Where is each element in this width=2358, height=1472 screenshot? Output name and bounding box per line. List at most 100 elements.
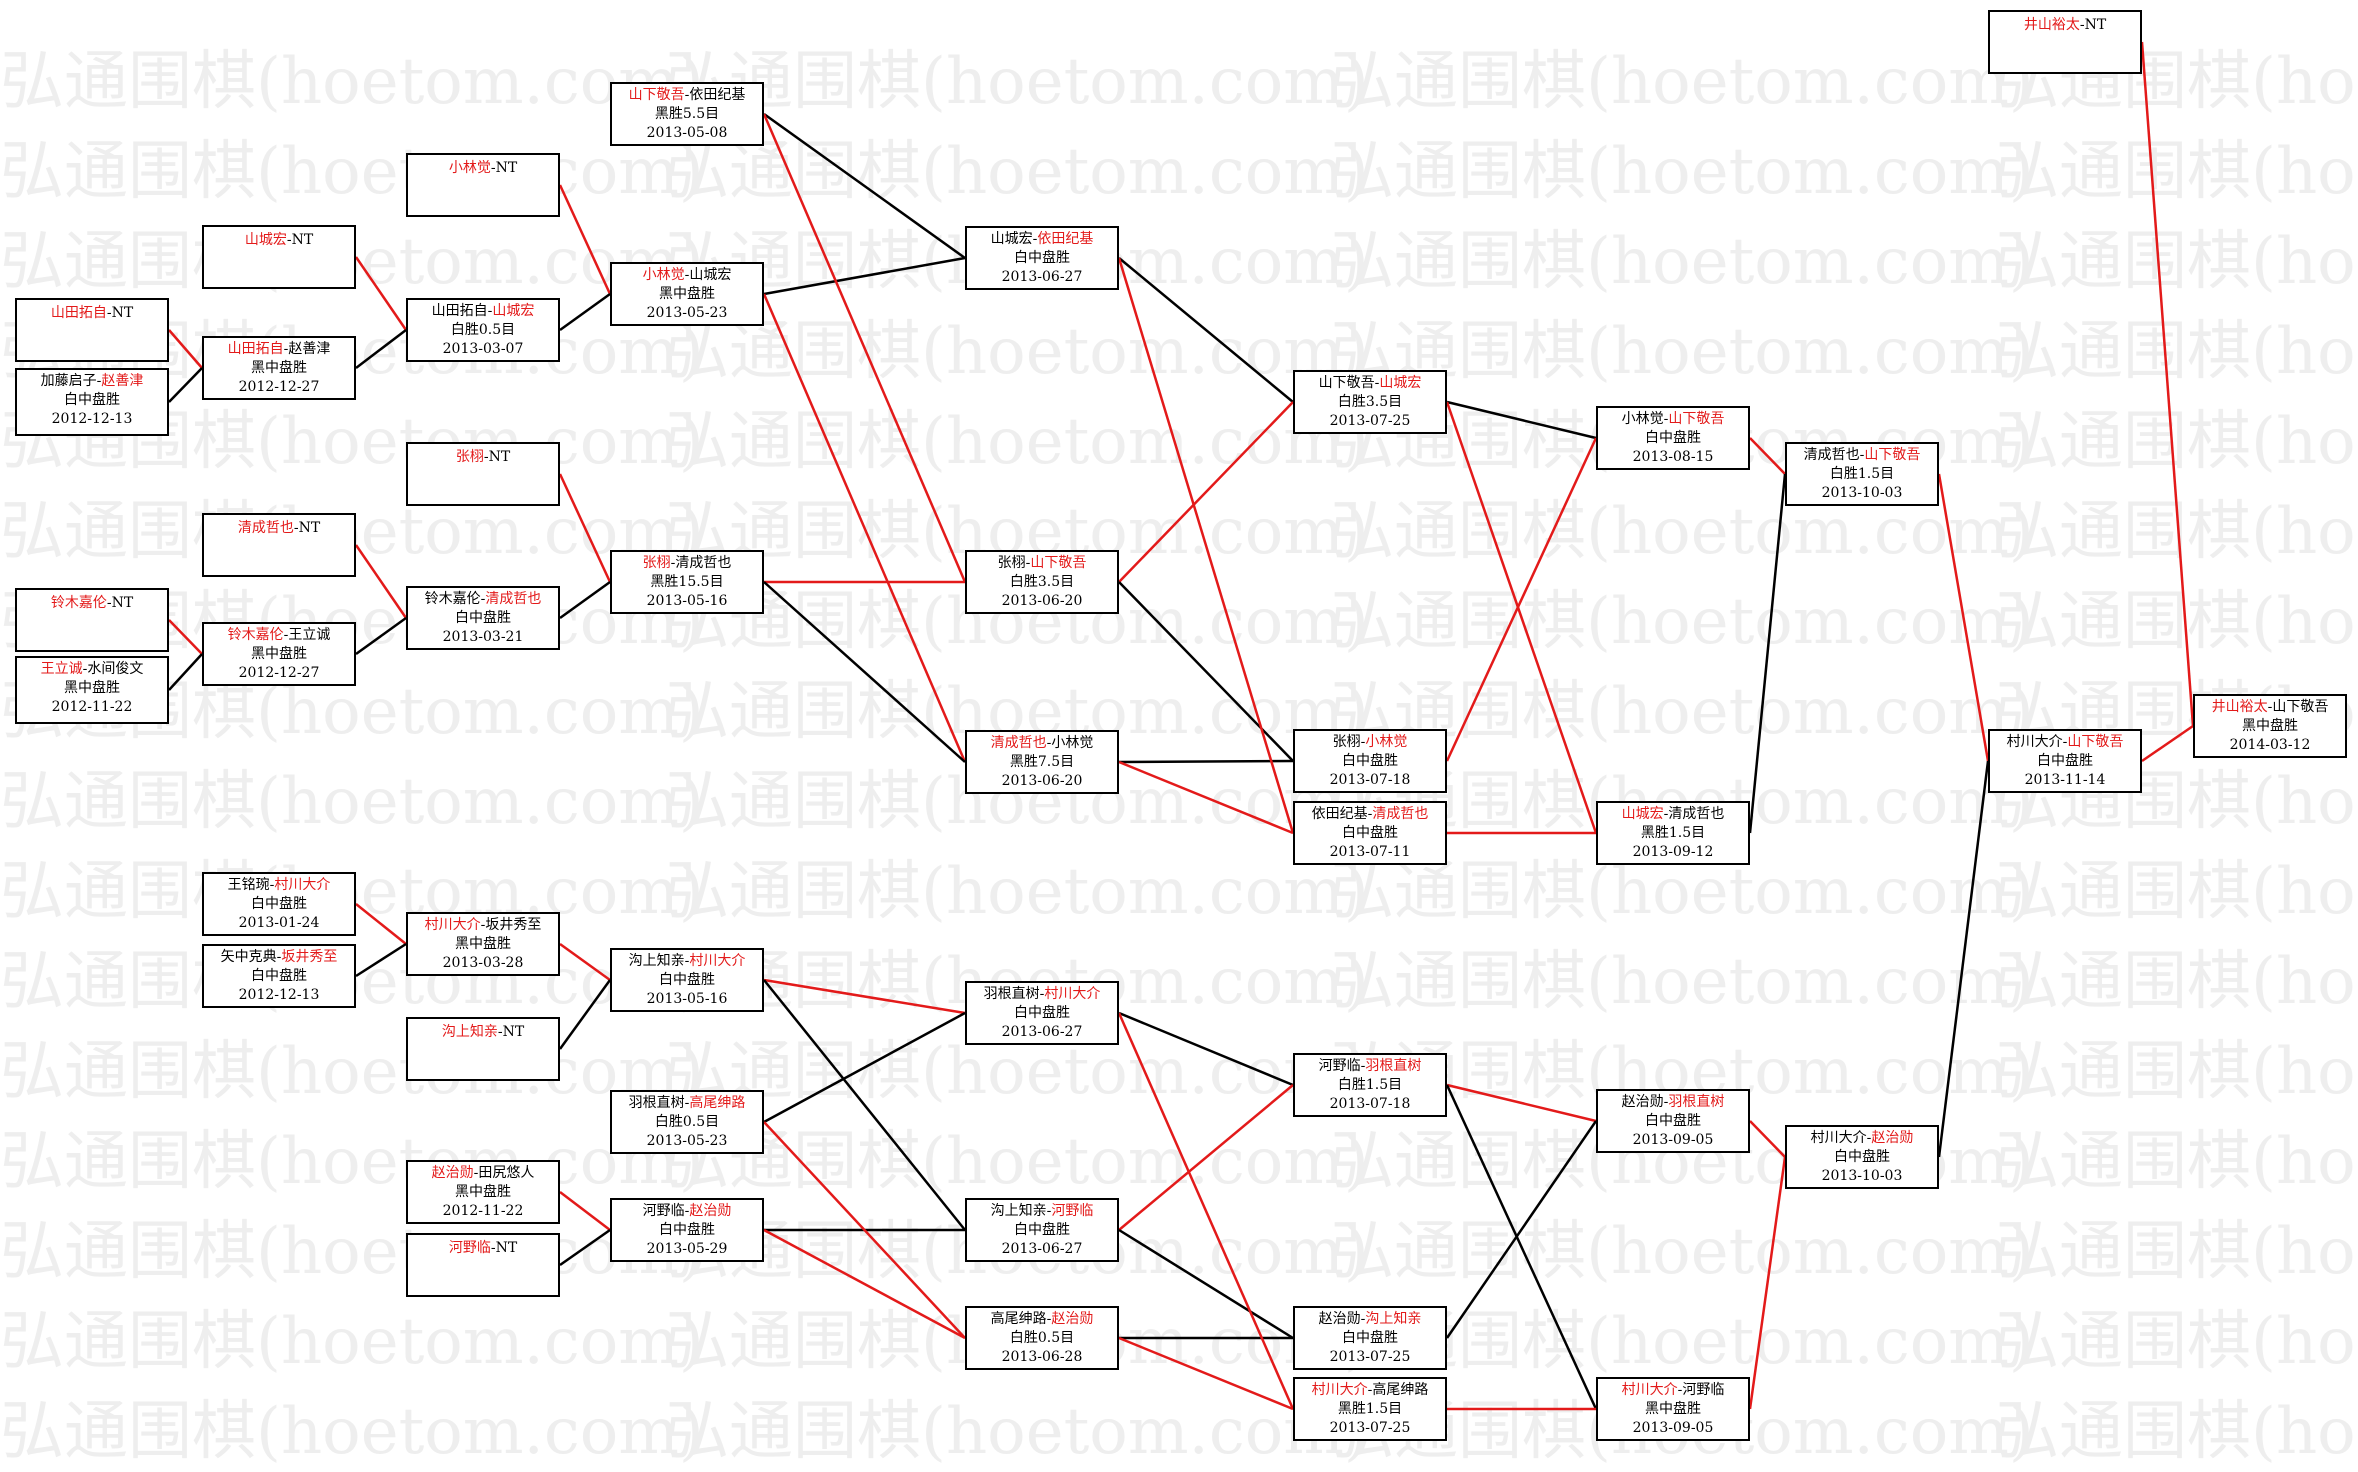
match-date: 2013-01-24 bbox=[238, 915, 320, 931]
player-white: 山下敬吾 bbox=[1864, 447, 1921, 463]
player-separator: - bbox=[1663, 806, 1669, 822]
player-black: 张栩 bbox=[997, 555, 1026, 571]
match-players: 沟上知亲-河野临 bbox=[967, 1202, 1117, 1221]
player-white: NT bbox=[2084, 17, 2107, 33]
match-players: 张栩-山下敬吾 bbox=[967, 554, 1117, 573]
player-black: 张栩 bbox=[455, 449, 484, 465]
bracket-connector bbox=[558, 184, 612, 295]
match-result: 黑胜5.5目 bbox=[654, 106, 720, 122]
match-players: 铃木嘉伦-王立诚 bbox=[204, 626, 354, 645]
match-date: 2013-07-18 bbox=[1329, 1096, 1411, 1112]
player-black: 山城宏 bbox=[990, 231, 1033, 247]
match-result: 白中盘胜 bbox=[251, 968, 307, 984]
player-black: 小林觉 bbox=[642, 267, 685, 283]
match-date: 2013-06-20 bbox=[1001, 593, 1083, 609]
player-white: NT bbox=[291, 232, 314, 248]
bracket-connector bbox=[2140, 41, 2195, 727]
match-date: 2013-07-25 bbox=[1329, 1420, 1411, 1436]
match-players: 村川大介-赵治勋 bbox=[1787, 1129, 1937, 1148]
bracket-connector bbox=[1446, 400, 1597, 440]
match-players: 羽根直树-村川大介 bbox=[967, 985, 1117, 1004]
match-result: 黑中盘胜 bbox=[455, 1184, 511, 1200]
player-black: 加藤启子 bbox=[40, 373, 97, 389]
match-players: 山田拓自-赵善津 bbox=[204, 340, 354, 359]
player-separator: - bbox=[276, 949, 282, 965]
match-result: 黑中盘胜 bbox=[2242, 718, 2298, 734]
bracket-connector bbox=[1118, 1228, 1294, 1340]
match-box: 山城宏-NT bbox=[202, 225, 356, 289]
match-players: 王铭琬-村川大介 bbox=[204, 876, 354, 895]
player-black: 羽根直树 bbox=[628, 1095, 685, 1111]
player-white: 坂井秀至 bbox=[281, 949, 338, 965]
match-players: 小林觉-山下敬吾 bbox=[1598, 410, 1748, 429]
match-date: 2013-05-16 bbox=[646, 991, 728, 1007]
match-box: 清成哲也-NT bbox=[202, 513, 356, 577]
match-result: 白胜1.5目 bbox=[1337, 1077, 1403, 1093]
player-separator: - bbox=[283, 341, 289, 357]
player-white: NT bbox=[298, 520, 321, 536]
player-separator: - bbox=[473, 1165, 479, 1181]
player-black: 赵治勋 bbox=[1318, 1311, 1361, 1327]
match-players: 河野临-赵治勋 bbox=[612, 1202, 762, 1221]
bracket-connector bbox=[354, 544, 408, 619]
player-white: 山下敬吾 bbox=[1668, 411, 1725, 427]
player-white: 赵善津 bbox=[101, 373, 144, 389]
match-date: 2012-11-22 bbox=[51, 699, 133, 715]
bracket-connector bbox=[559, 1191, 611, 1231]
player-black: 依田纪基 bbox=[1311, 806, 1368, 822]
match-players: 山田拓自-NT bbox=[17, 304, 167, 323]
player-white: 河野临 bbox=[1051, 1203, 1094, 1219]
match-players: 村川大介-高尾绅路 bbox=[1295, 1381, 1445, 1400]
player-separator: - bbox=[2079, 17, 2085, 33]
match-result: 白胜3.5目 bbox=[1337, 394, 1403, 410]
player-separator: - bbox=[293, 520, 299, 536]
player-separator: - bbox=[490, 160, 496, 176]
player-black: 村川大介 bbox=[424, 917, 481, 933]
player-separator: - bbox=[96, 373, 102, 389]
bracket-connector bbox=[559, 292, 611, 332]
player-black: 清成哲也 bbox=[237, 520, 294, 536]
player-white: 山城宏 bbox=[689, 267, 732, 283]
player-white: 高尾绅路 bbox=[1372, 1382, 1429, 1398]
match-result: 白中盘胜 bbox=[1342, 1330, 1398, 1346]
bracket-connector bbox=[1117, 257, 1295, 834]
player-white: 小林觉 bbox=[1051, 735, 1094, 751]
player-black: 铃木嘉伦 bbox=[424, 591, 481, 607]
match-date: 2013-05-16 bbox=[646, 593, 728, 609]
player-black: 村川大介 bbox=[2006, 734, 2063, 750]
player-white: 河野临 bbox=[1682, 1382, 1725, 1398]
match-players: 山城宏-NT bbox=[204, 231, 354, 250]
player-white: 山城宏 bbox=[492, 303, 535, 319]
match-result: 白中盘胜 bbox=[1834, 1149, 1890, 1165]
match-result: 白中盘胜 bbox=[64, 392, 120, 408]
match-result: 黑胜15.5目 bbox=[650, 574, 724, 590]
match-result: 黑中盘胜 bbox=[64, 680, 120, 696]
bracket-connector bbox=[559, 942, 611, 982]
player-separator: - bbox=[1046, 1311, 1052, 1327]
player-white: 村川大介 bbox=[689, 953, 746, 969]
player-black: 沟上知亲 bbox=[628, 953, 685, 969]
match-date: 2014-03-12 bbox=[2229, 737, 2311, 753]
player-white: 清成哲也 bbox=[485, 591, 542, 607]
match-date: 2012-11-22 bbox=[442, 1203, 524, 1219]
match-date: 2012-12-13 bbox=[238, 987, 320, 1003]
player-black: 铃木嘉伦 bbox=[50, 595, 107, 611]
bracket-connector bbox=[763, 256, 966, 296]
match-result: 白中盘胜 bbox=[251, 896, 307, 912]
player-separator: - bbox=[1046, 735, 1052, 751]
bracket-connector bbox=[355, 903, 407, 945]
match-date: 2013-03-07 bbox=[442, 341, 524, 357]
player-separator: - bbox=[1374, 375, 1380, 391]
player-white: 依田纪基 bbox=[1037, 231, 1094, 247]
bracket-connector bbox=[354, 256, 408, 331]
bracket-connector bbox=[1445, 401, 1598, 834]
player-white: 小林觉 bbox=[1365, 734, 1408, 750]
